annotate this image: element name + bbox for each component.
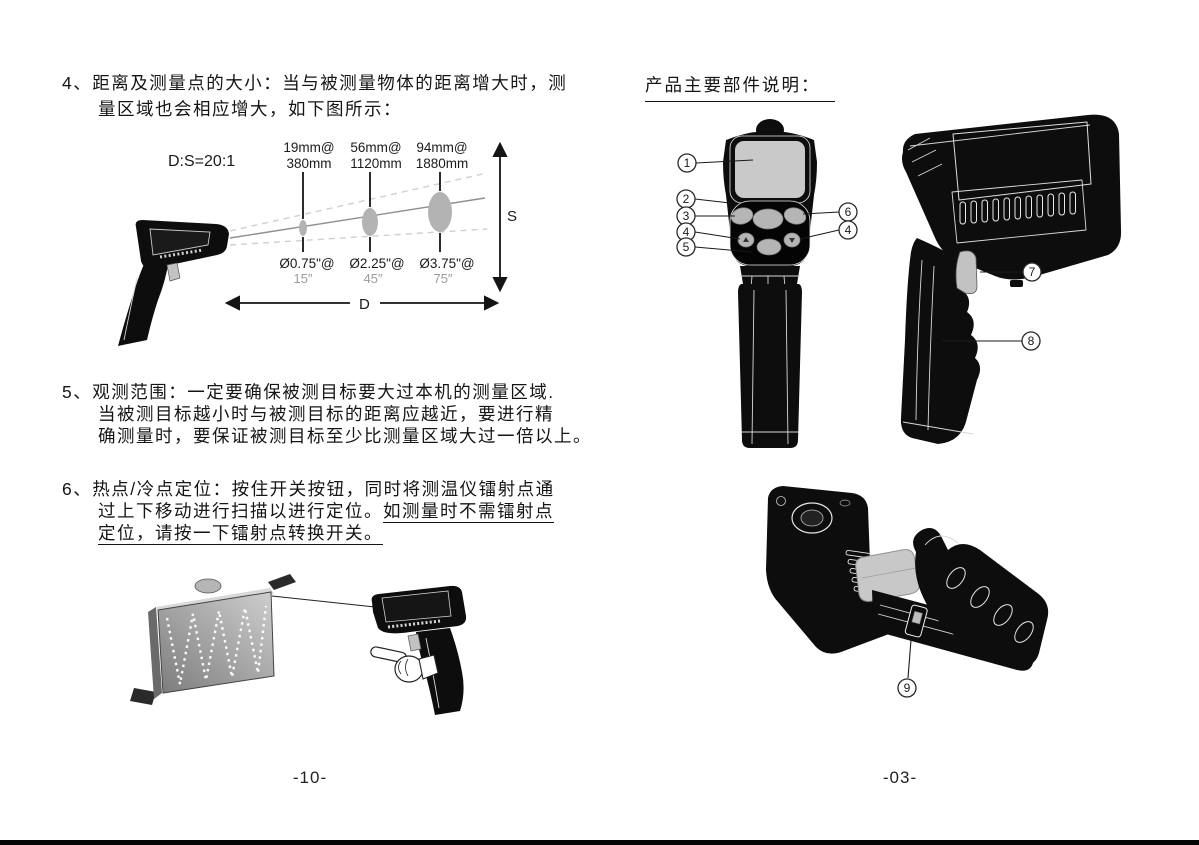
section-4-text: 4、距离及测量点的大小：当与被测量物体的距离增大时，测 量区域也会相应增大，如下… <box>62 70 567 122</box>
svg-text:1: 1 <box>684 156 691 170</box>
svg-text:Ø0.75"@: Ø0.75"@ <box>279 256 334 271</box>
front-view-callouts: 1 2 3 4 5 6 4 <box>676 153 858 257</box>
section-6-line3: 定位，请按一下镭射点转换开关。 <box>62 522 555 545</box>
down-button-icon <box>789 238 795 243</box>
spot-bottom-labels: Ø0.75"@ 15″ Ø2.25"@ 45″ Ø3.75"@ 75″ <box>279 256 474 286</box>
callout-7 <box>1022 262 1042 282</box>
section-5-text: 5、观测范围：一定要确保被测目标要大过本机的测量区域. 当被测目标越小时与被测目… <box>62 381 592 447</box>
svg-text:8: 8 <box>1028 334 1035 348</box>
section-5-line2: 当被测目标越小时与被测目标的距离应越近，要进行精 <box>98 404 554 424</box>
section-6-line2: 过上下移动进行扫描以进行定位。如测量时不需镭射点 <box>98 501 554 523</box>
gun-vents <box>159 248 204 259</box>
page-edge-bar <box>0 840 1199 845</box>
handle-side-seams <box>902 259 974 435</box>
ratio-label: D:S=20:1 <box>168 153 235 170</box>
laser-scan-illustration <box>130 574 467 715</box>
spot-connector-lines <box>302 172 441 252</box>
svg-text:2: 2 <box>683 192 690 206</box>
lcd-display <box>735 141 805 198</box>
svg-text:45″: 45″ <box>363 271 382 286</box>
laser-switch-tab <box>1010 280 1023 287</box>
laser-toggle-switch <box>904 604 928 638</box>
right-page-title: 产品主要部件说明： <box>645 72 835 102</box>
lens-inner <box>800 509 824 527</box>
screw <box>776 496 786 506</box>
finger-grooves <box>946 567 1034 643</box>
spot-ellipse-1 <box>299 220 307 236</box>
battery-pack <box>855 549 920 602</box>
laser-sight-line <box>271 595 376 608</box>
target-panel <box>130 574 296 705</box>
spot-ellipse-2 <box>362 208 378 236</box>
page-number-right: -03- <box>882 768 918 787</box>
svg-text:56mm@: 56mm@ <box>350 140 401 155</box>
page-number-left: -10- <box>292 768 328 787</box>
product-parts-figure: 1 2 3 4 5 6 4 <box>676 114 1122 698</box>
gun-trigger <box>166 262 181 282</box>
section-4-line2: 量区域也会相应增大，如下图所示： <box>98 99 402 119</box>
svg-text:1880mm: 1880mm <box>416 156 469 171</box>
muzzle-stripes <box>907 137 943 177</box>
svg-text:19mm@: 19mm@ <box>283 140 334 155</box>
section-5-line1: 5、观测范围：一定要确保被测目标要大过本机的测量区域. <box>62 382 555 402</box>
spot-top-labels: 19mm@ 380mm 56mm@ 1120mm 94mm@ 1880mm <box>283 140 468 171</box>
gun-screen <box>149 228 211 256</box>
svg-text:15″: 15″ <box>293 271 312 286</box>
up-button-icon <box>743 237 749 242</box>
diagram-thermometer-gun <box>118 220 229 346</box>
gun-body-bottom <box>766 486 896 654</box>
svg-text:5: 5 <box>683 240 690 254</box>
section-4-line1: 4、距离及测量点的大小：当与被测量物体的距离增大时，测 <box>62 73 568 93</box>
svg-text:4: 4 <box>683 225 690 239</box>
svg-text:4: 4 <box>845 223 852 237</box>
underlined-note-2: 定位，请按一下镭射点转换开关。 <box>98 523 383 545</box>
svg-text:1120mm: 1120mm <box>350 156 402 171</box>
section-6-text: 6、热点/冷点定位：按住开关按钮，同时将测温仪镭射点通 过上下移动进行扫描以进行… <box>62 478 555 545</box>
illustration-gun <box>370 585 467 715</box>
callout-5 <box>676 237 696 257</box>
back-screen-panel <box>952 121 1092 201</box>
exploded-view: 9 <box>766 486 1049 698</box>
side-view-gun <box>900 114 1122 444</box>
handle-cover <box>913 528 1049 666</box>
laser-scan-path <box>165 605 268 685</box>
callout-4-right <box>838 220 858 240</box>
callout-8 <box>1021 331 1041 351</box>
lens-ring <box>791 502 833 534</box>
d-label: D <box>359 296 370 313</box>
gun-screen <box>381 590 452 623</box>
side-view-callouts: 7 8 <box>942 262 1042 351</box>
svg-text:380mm: 380mm <box>286 156 331 171</box>
s-label: S <box>507 208 517 225</box>
handle-front <box>738 284 802 448</box>
trigger <box>955 250 978 295</box>
beam-lower-dashed <box>229 228 488 246</box>
gun-trigger <box>407 633 422 652</box>
section-5-line3: 确测量时，要保证被测目标至少比测量区域大过一倍以上。 <box>98 426 592 446</box>
distance-spot-diagram: D:S=20:1 19mm@ 380mm 56mm@ 1120mm 94mm@ … <box>118 140 517 346</box>
callout-9 <box>897 678 917 698</box>
gun-vents <box>387 619 441 629</box>
spot-ellipse-3 <box>428 192 452 232</box>
vent-slots <box>959 191 1076 225</box>
svg-text:75″: 75″ <box>433 271 452 286</box>
svg-text:3: 3 <box>683 209 690 223</box>
svg-text:Ø3.75"@: Ø3.75"@ <box>419 256 474 271</box>
svg-text:7: 7 <box>1029 265 1036 279</box>
svg-text:94mm@: 94mm@ <box>416 140 467 155</box>
vent-panel-frame <box>951 179 1087 244</box>
svg-text:9: 9 <box>904 681 911 695</box>
front-view-gun <box>723 119 817 448</box>
handle-seams <box>741 289 799 445</box>
underlined-note: 如测量时不需镭射点 <box>383 501 554 523</box>
svg-text:6: 6 <box>845 205 852 219</box>
callout-1 <box>677 153 697 173</box>
section-6-line1: 6、热点/冷点定位：按住开关按钮，同时将测温仪镭射点通 <box>62 479 555 499</box>
svg-text:Ø2.25"@: Ø2.25"@ <box>349 256 404 271</box>
pointing-hand <box>370 646 439 683</box>
panel-knob <box>194 578 222 594</box>
